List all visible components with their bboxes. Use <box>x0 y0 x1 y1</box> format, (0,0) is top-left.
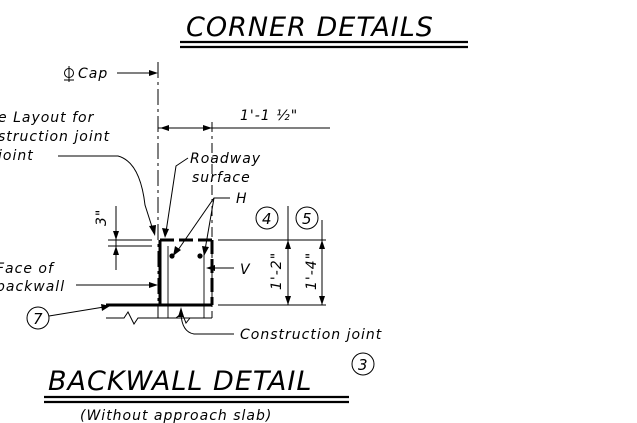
callout-7-leader <box>48 306 105 317</box>
callout-5-circle <box>295 206 319 230</box>
detail-ref-label: 3 <box>358 356 369 374</box>
layout-note-line-1: e Layout for <box>0 110 95 126</box>
centerline-symbol <box>64 66 74 82</box>
callout-4-label: 4 <box>262 210 273 228</box>
construction-joint-label: Construction joint <box>240 327 382 343</box>
bar-h-arrowhead-2 <box>202 246 209 256</box>
detail-title: BACKWALL DETAIL <box>48 366 312 397</box>
construction-joint-arrowhead <box>178 307 184 317</box>
width-dimension-label: 1'-1 ½" <box>240 108 298 124</box>
callout-4-circle <box>255 206 279 230</box>
face-label-line-2: backwall <box>0 279 65 295</box>
vertical-dim-arrowheads <box>285 240 325 305</box>
face-label-line-1: Face of <box>0 261 55 277</box>
bar-v-arrowhead <box>206 265 215 271</box>
callout-7-label: 7 <box>33 310 44 328</box>
roadway-leader <box>165 157 189 233</box>
dim-3-lines <box>108 206 152 270</box>
detail-ref-circle <box>351 352 375 376</box>
bar-h-label: H <box>236 191 248 207</box>
layout-note-line-3: joint <box>0 148 34 164</box>
backwall-section <box>106 238 214 325</box>
bar-v-label: V <box>240 262 251 278</box>
dim-3-label: 3" <box>94 209 110 226</box>
layout-note-leader <box>58 155 154 231</box>
callout-5-label: 5 <box>302 210 313 228</box>
detail-note: (Without approach slab) <box>80 408 272 423</box>
layout-note-line-2: struction joint <box>0 129 110 145</box>
layout-note-arrowhead <box>149 225 156 236</box>
roadway-label-line-1: Roadway <box>190 151 261 167</box>
callout-7-circle <box>26 306 50 330</box>
cl-cap-arrowhead <box>149 70 158 76</box>
bar-h-arrowhead-1 <box>173 246 181 256</box>
dim-12-label: 1'-2" <box>269 252 285 290</box>
roadway-label-line-2: surface <box>192 170 251 186</box>
dim-14-label: 1'-4" <box>304 252 320 290</box>
construction-joint-leader <box>180 313 234 335</box>
width-dimension <box>158 125 330 131</box>
cl-cap-label: Cap <box>78 66 108 82</box>
roadway-arrowhead <box>162 228 169 238</box>
callout-7-arrowhead <box>101 304 110 311</box>
face-arrowhead <box>149 282 158 288</box>
page-title: CORNER DETAILS <box>186 12 434 43</box>
bar-h-leader-1 <box>177 197 230 251</box>
